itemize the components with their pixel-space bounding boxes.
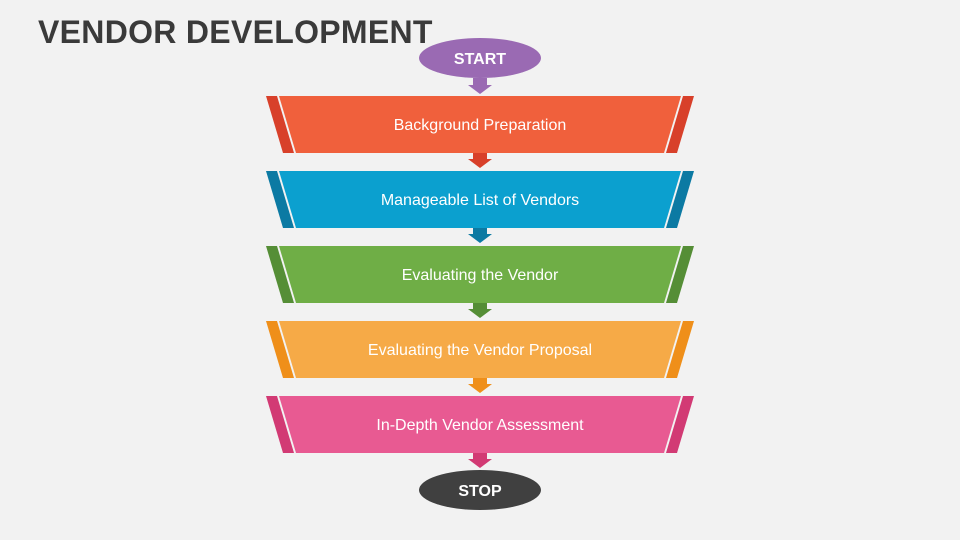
step-3-left-accent: [266, 246, 294, 303]
step-5-label: In-Depth Vendor Assessment: [376, 417, 584, 434]
step-manageable-list-of-vendors: Manageable List of Vendors: [266, 171, 694, 228]
stop-label: STOP: [458, 483, 502, 500]
step-5-left-accent: [266, 396, 294, 453]
step-4-left-accent: [266, 321, 294, 378]
step-1-right-accent: [666, 96, 694, 153]
stop-oval: [419, 470, 541, 510]
start-node: START: [419, 38, 541, 78]
step-4-band: [279, 321, 681, 378]
step-in-depth-vendor-assessment: In-Depth Vendor Assessment: [266, 396, 694, 453]
step-5-band: [279, 396, 681, 453]
step-4-right-accent: [666, 321, 694, 378]
step-3-label: Evaluating the Vendor: [402, 267, 559, 284]
step-1-arrow: [468, 153, 492, 168]
step-2-arrow: [468, 228, 492, 243]
step-3-band: [279, 246, 681, 303]
step-1-label: Background Preparation: [394, 117, 567, 134]
step-1-left-accent: [266, 96, 294, 153]
step-2-right-accent: [666, 171, 694, 228]
step-5-right-accent: [666, 396, 694, 453]
stop-node: STOP: [419, 470, 541, 510]
step-4-label: Evaluating the Vendor Proposal: [368, 342, 592, 359]
step-2-label: Manageable List of Vendors: [381, 192, 579, 209]
step-background-preparation: Background Preparation: [266, 96, 694, 153]
step-4-arrow: [468, 378, 492, 393]
start-oval: [419, 38, 541, 78]
start-arrow: [468, 78, 492, 94]
step-2-left-accent: [266, 171, 294, 228]
step-3-arrow: [468, 303, 492, 318]
step-evaluating-the-vendor: Evaluating the Vendor: [266, 246, 694, 303]
step-3-right-accent: [666, 246, 694, 303]
step-2-band: [279, 171, 681, 228]
page-title: VENDOR DEVELOPMENT: [38, 14, 433, 50]
start-label: START: [454, 51, 506, 68]
step-1-band: [279, 96, 681, 153]
step-evaluating-the-vendor-proposal: Evaluating the Vendor Proposal: [266, 321, 694, 378]
step-5-arrow: [468, 453, 492, 468]
